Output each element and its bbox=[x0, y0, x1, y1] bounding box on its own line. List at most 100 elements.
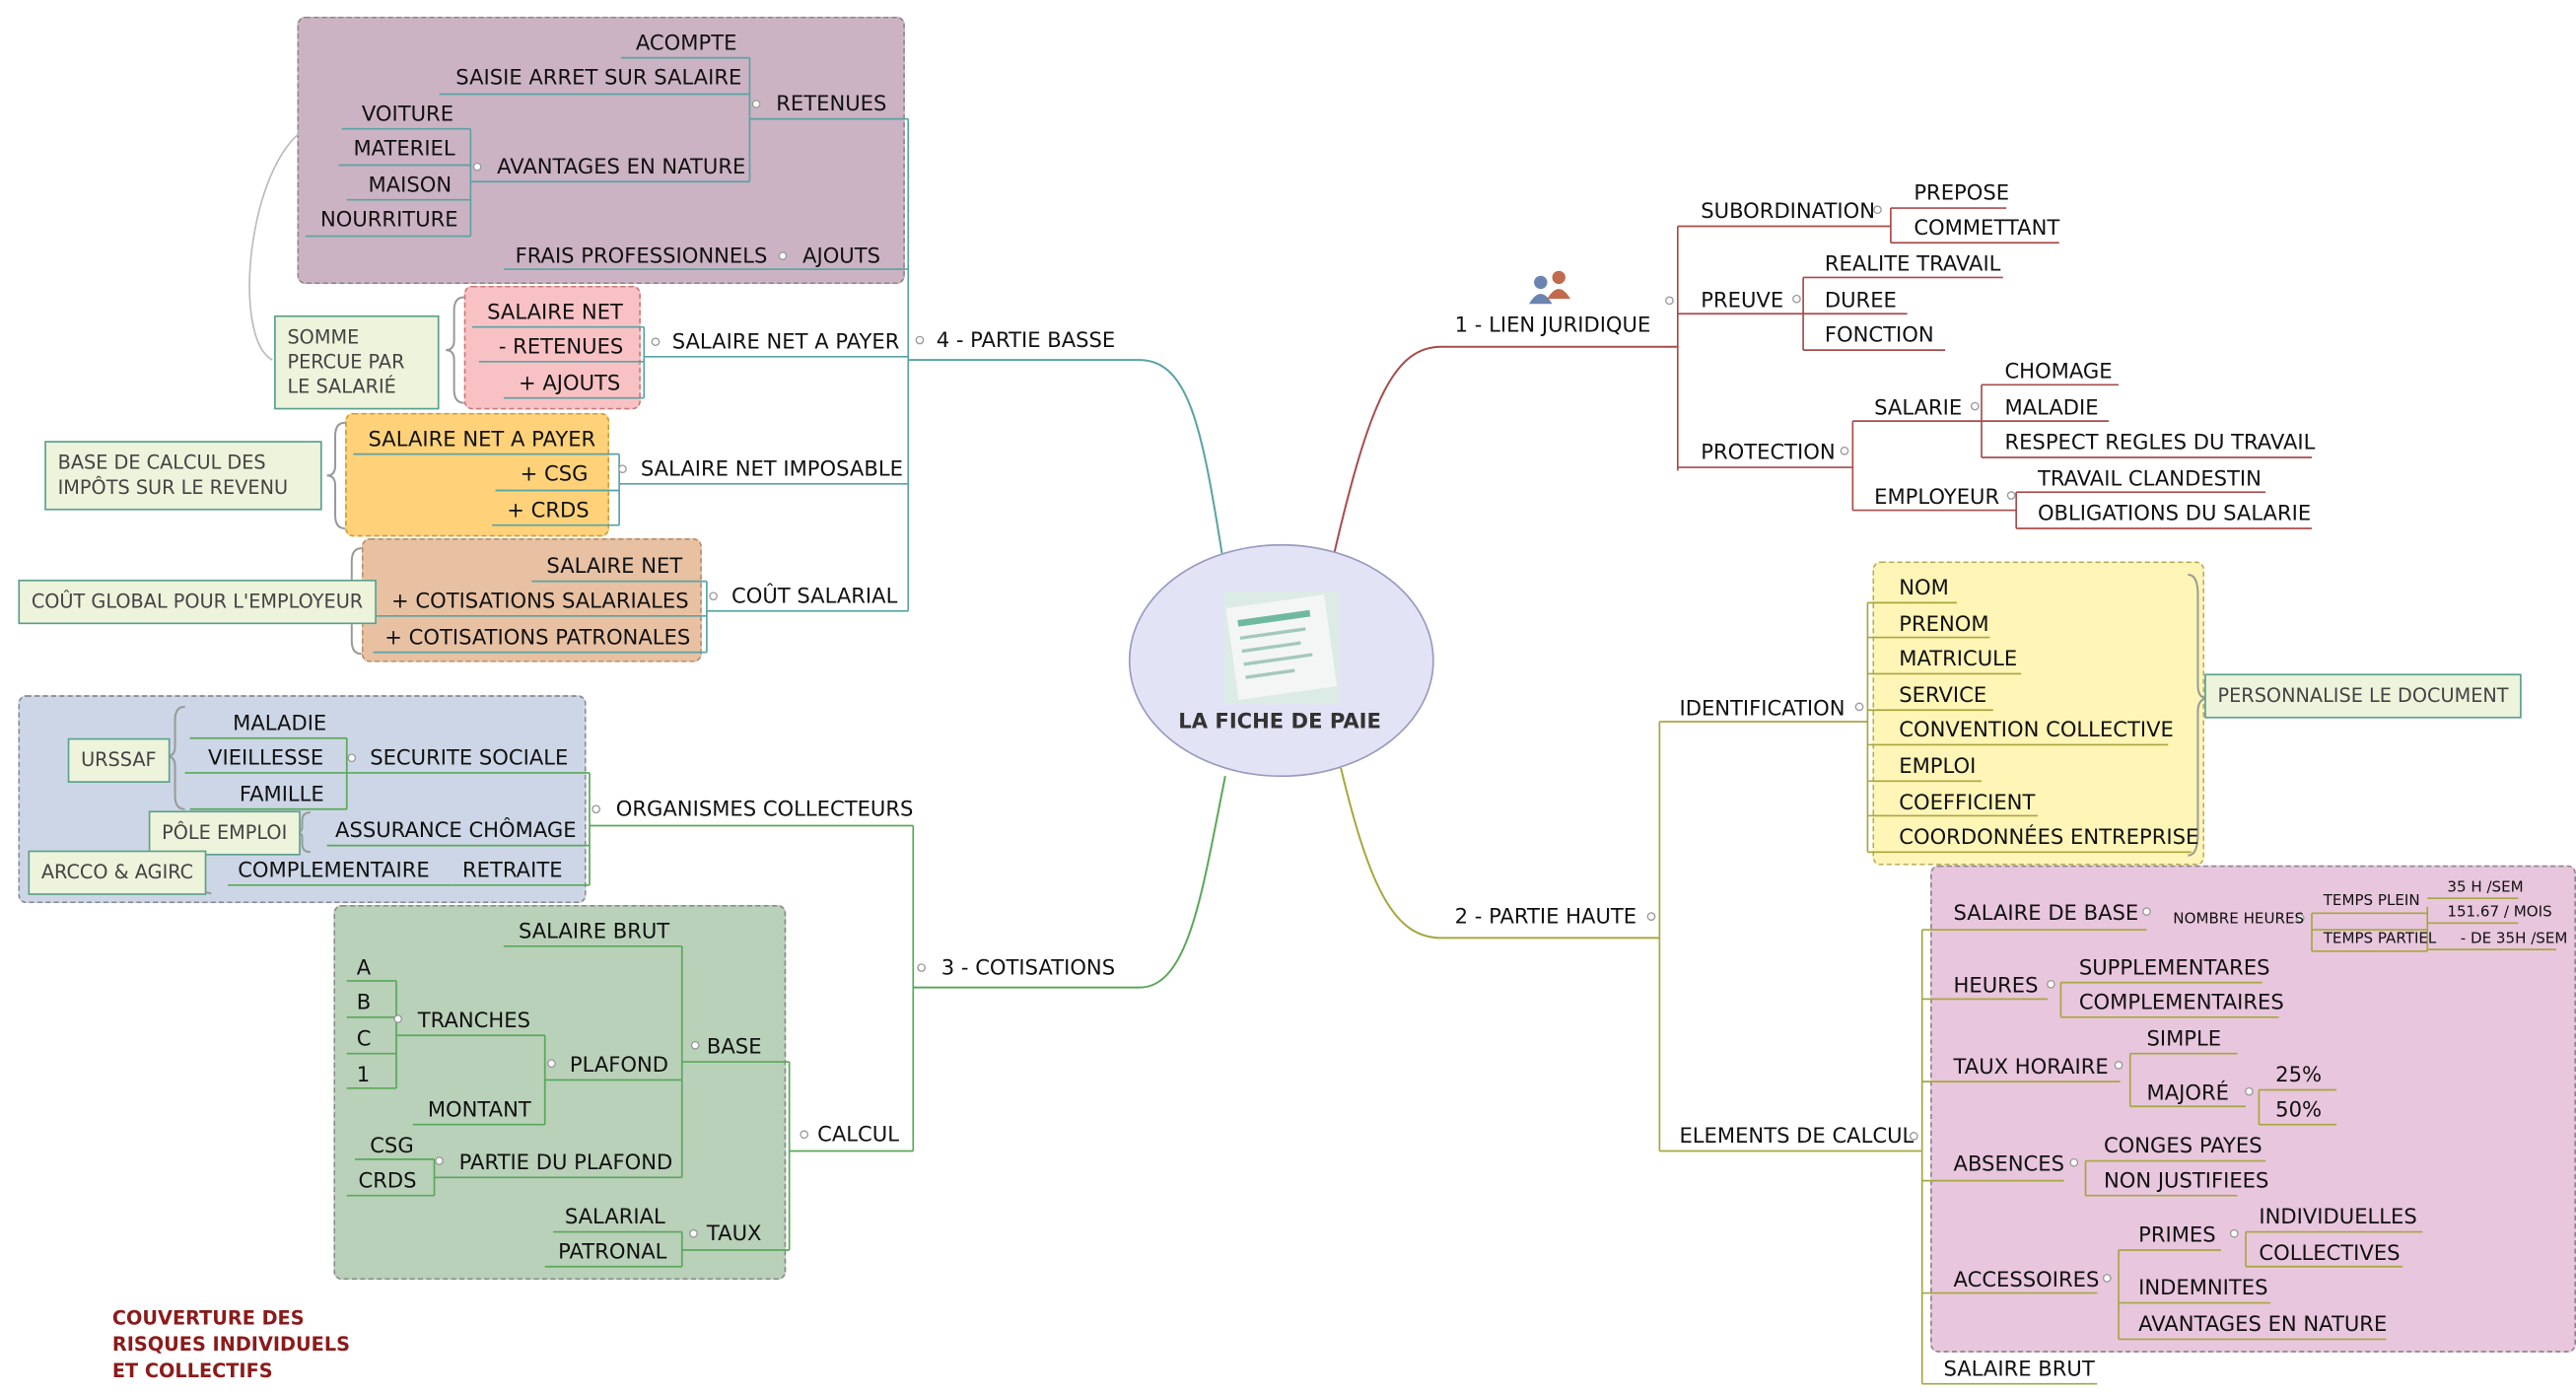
node-ajouts[interactable]: AJOUTS bbox=[802, 243, 881, 268]
node-convention-collective[interactable]: CONVENTION COLLECTIVE bbox=[1899, 716, 2174, 742]
node-non-justifiees[interactable]: NON JUSTIFIEES bbox=[2103, 1167, 2269, 1193]
node-nombre-heures[interactable]: NOMBRE HEURES bbox=[2173, 911, 2305, 929]
node-heures[interactable]: HEURES bbox=[1953, 972, 2039, 998]
node-base[interactable]: BASE bbox=[706, 1033, 762, 1059]
node-acompte[interactable]: ACOMPTE bbox=[635, 30, 737, 55]
node-avantages-nature-basse[interactable]: AVANTAGES EN NATURE bbox=[497, 153, 746, 178]
node-tranche-a[interactable]: A bbox=[356, 954, 372, 980]
node-complementaires[interactable]: COMPLEMENTAIRES bbox=[2078, 989, 2284, 1014]
node-realite-travail[interactable]: REALITE TRAVAIL bbox=[1824, 250, 2001, 276]
node-salaire-brut-haute[interactable]: SALAIRE BRUT bbox=[1943, 1356, 2095, 1381]
node-maladie-ss[interactable]: MALADIE bbox=[233, 710, 327, 735]
node-salaire-de-base[interactable]: SALAIRE DE BASE bbox=[1953, 899, 2139, 925]
node-salarial[interactable]: SALARIAL bbox=[564, 1204, 665, 1229]
branch-partie-basse[interactable]: 4 - PARTIE BASSE bbox=[936, 326, 1116, 352]
node-vieillesse[interactable]: VIEILLESSE bbox=[208, 744, 324, 770]
node-commettant[interactable]: COMMETTANT bbox=[1914, 214, 2060, 240]
node-salarie[interactable]: SALARIE bbox=[1874, 394, 1963, 420]
node-salaire-net-a-payer[interactable]: SALAIRE NET A PAYER bbox=[671, 328, 900, 354]
node-salaire-net-1[interactable]: SALAIRE NET bbox=[487, 299, 623, 324]
node-salaire-brut-cot[interactable]: SALAIRE BRUT bbox=[518, 918, 670, 943]
node-maladie[interactable]: MALADIE bbox=[2004, 394, 2099, 420]
note-personnalise[interactable]: PERSONNALISE LE DOCUMENT bbox=[2204, 673, 2522, 719]
note-pole-emploi[interactable]: PÔLE EMPLOI bbox=[148, 810, 301, 856]
node-materiel[interactable]: MATERIEL bbox=[353, 135, 455, 161]
node-25pct[interactable]: 25% bbox=[2275, 1062, 2323, 1087]
node-cotisations-patronales[interactable]: + COTISATIONS PATRONALES bbox=[384, 624, 691, 650]
node-supplementares[interactable]: SUPPLEMENTARES bbox=[2078, 954, 2270, 980]
node-cotisations-salariales[interactable]: + COTISATIONS SALARIALES bbox=[390, 588, 689, 613]
node-primes[interactable]: PRIMES bbox=[2138, 1221, 2216, 1247]
node-emploi[interactable]: EMPLOI bbox=[1899, 752, 1977, 778]
node-obligations-salarie[interactable]: OBLIGATIONS DU SALARIE bbox=[2037, 500, 2312, 525]
node-tranche-c[interactable]: C bbox=[356, 1025, 372, 1051]
node-taux-horaire[interactable]: TAUX HORAIRE bbox=[1953, 1053, 2109, 1079]
node-retenues[interactable]: RETENUES bbox=[776, 91, 887, 116]
node-protection[interactable]: PROTECTION bbox=[1701, 439, 1836, 464]
node-employeur[interactable]: EMPLOYEUR bbox=[1874, 483, 2000, 509]
node-moins-retenues[interactable]: - RETENUES bbox=[498, 333, 624, 359]
node-saisie-arret[interactable]: SAISIE ARRET SUR SALAIRE bbox=[455, 64, 742, 90]
branch-cotisations[interactable]: 3 - COTISATIONS bbox=[940, 954, 1116, 980]
node-calcul[interactable]: CALCUL bbox=[817, 1121, 899, 1147]
node-complementaire[interactable]: COMPLEMENTAIRE bbox=[238, 857, 430, 882]
node-simple[interactable]: SIMPLE bbox=[2146, 1025, 2222, 1051]
node-accessoires[interactable]: ACCESSOIRES bbox=[1953, 1266, 2100, 1291]
node-indemnites[interactable]: INDEMNITES bbox=[2138, 1275, 2268, 1300]
node-plafond[interactable]: PLAFOND bbox=[569, 1051, 669, 1078]
node-partie-du-plafond[interactable]: PARTIE DU PLAFOND bbox=[458, 1149, 673, 1174]
node-frais-professionnels[interactable]: FRAIS PROFESSIONNELS bbox=[515, 243, 768, 268]
node-prenom[interactable]: PRENOM bbox=[1899, 610, 1989, 636]
node-tranches[interactable]: TRANCHES bbox=[417, 1007, 530, 1032]
node-salaire-net-imposable[interactable]: SALAIRE NET IMPOSABLE bbox=[640, 455, 903, 481]
node-temps-partiel[interactable]: TEMPS PARTIEL bbox=[2323, 931, 2437, 948]
node-50pct[interactable]: 50% bbox=[2275, 1096, 2323, 1122]
node-travail-clandestin[interactable]: TRAVAIL CLANDESTIN bbox=[2037, 465, 2262, 491]
node-organismes-collecteurs[interactable]: ORGANISMES COLLECTEURS bbox=[615, 796, 914, 821]
node-nom[interactable]: NOM bbox=[1899, 574, 1949, 600]
note-cout-global[interactable]: COÛT GLOBAL POUR L'EMPLOYEUR bbox=[18, 579, 377, 625]
node-fonction[interactable]: FONCTION bbox=[1824, 321, 1934, 347]
note-somme-percue[interactable]: SOMME PERCUE PAR LE SALARIÉ bbox=[274, 314, 440, 410]
node-chomage[interactable]: CHOMAGE bbox=[2004, 358, 2113, 384]
node-voiture[interactable]: VOITURE bbox=[361, 101, 454, 126]
node-matricule[interactable]: MATRICULE bbox=[1899, 645, 2018, 671]
node-tranche-1[interactable]: 1 bbox=[356, 1062, 371, 1087]
node-salaire-net-3[interactable]: SALAIRE NET bbox=[546, 553, 683, 579]
node-plus-crds[interactable]: + CRDS bbox=[507, 497, 590, 523]
node-duree[interactable]: DUREE bbox=[1824, 287, 1897, 313]
node-avantages-nature-haute[interactable]: AVANTAGES EN NATURE bbox=[2138, 1310, 2388, 1337]
node-plus-csg[interactable]: + CSG bbox=[520, 460, 589, 486]
node-prepose[interactable]: PREPOSE bbox=[1914, 179, 2010, 205]
node-maison[interactable]: MAISON bbox=[368, 172, 453, 197]
node-majore[interactable]: MAJORÉ bbox=[2146, 1080, 2229, 1105]
note-base-calcul-impots[interactable]: BASE DE CALCUL DES IMPÔTS SUR LE REVENU bbox=[44, 441, 322, 511]
note-arcco-agirc[interactable]: ARCCO & AGIRC bbox=[28, 850, 207, 895]
node-temps-plein[interactable]: TEMPS PLEIN bbox=[2323, 893, 2420, 910]
node-elements-calcul[interactable]: ELEMENTS DE CALCUL bbox=[1679, 1123, 1915, 1149]
branch-lien-juridique[interactable]: 1 - LIEN JURIDIQUE bbox=[1454, 312, 1651, 337]
node-subordination[interactable]: SUBORDINATION bbox=[1701, 198, 1875, 224]
node-csg[interactable]: CSG bbox=[370, 1133, 414, 1158]
node-35h-sem[interactable]: 35 H /SEM bbox=[2447, 879, 2524, 897]
branch-partie-haute[interactable]: 2 - PARTIE HAUTE bbox=[1454, 903, 1637, 929]
node-151-mois[interactable]: 151.67 / MOIS bbox=[2447, 904, 2552, 922]
node-conges-payes[interactable]: CONGES PAYES bbox=[2103, 1133, 2263, 1158]
node-salaire-net-a-payer-2[interactable]: SALAIRE NET A PAYER bbox=[368, 426, 596, 452]
node-coordonnees-entreprise[interactable]: COORDONNÉES ENTREPRISE bbox=[1899, 823, 2199, 849]
node-patronal[interactable]: PATRONAL bbox=[558, 1238, 667, 1264]
node-coefficient[interactable]: COEFFICIENT bbox=[1899, 789, 2036, 814]
node-tranche-b[interactable]: B bbox=[356, 989, 372, 1014]
node-montant[interactable]: MONTANT bbox=[427, 1096, 531, 1122]
node-securite-sociale[interactable]: SECURITE SOCIALE bbox=[370, 744, 569, 770]
node-identification[interactable]: IDENTIFICATION bbox=[1679, 695, 1845, 721]
note-urssaf[interactable]: URSSAF bbox=[67, 737, 171, 783]
node-absences[interactable]: ABSENCES bbox=[1953, 1151, 2065, 1176]
node-respect-regles[interactable]: RESPECT REGLES DU TRAVAIL bbox=[2004, 429, 2316, 454]
node-service[interactable]: SERVICE bbox=[1899, 681, 1987, 707]
node-plus-ajouts[interactable]: + AJOUTS bbox=[518, 370, 621, 395]
node-nourriture[interactable]: NOURRITURE bbox=[319, 206, 458, 232]
node-assurance-chomage[interactable]: ASSURANCE CHÔMAGE bbox=[335, 817, 577, 843]
node-cout-salarial[interactable]: COÛT SALARIAL bbox=[731, 583, 898, 608]
node-crds[interactable]: CRDS bbox=[358, 1167, 417, 1193]
